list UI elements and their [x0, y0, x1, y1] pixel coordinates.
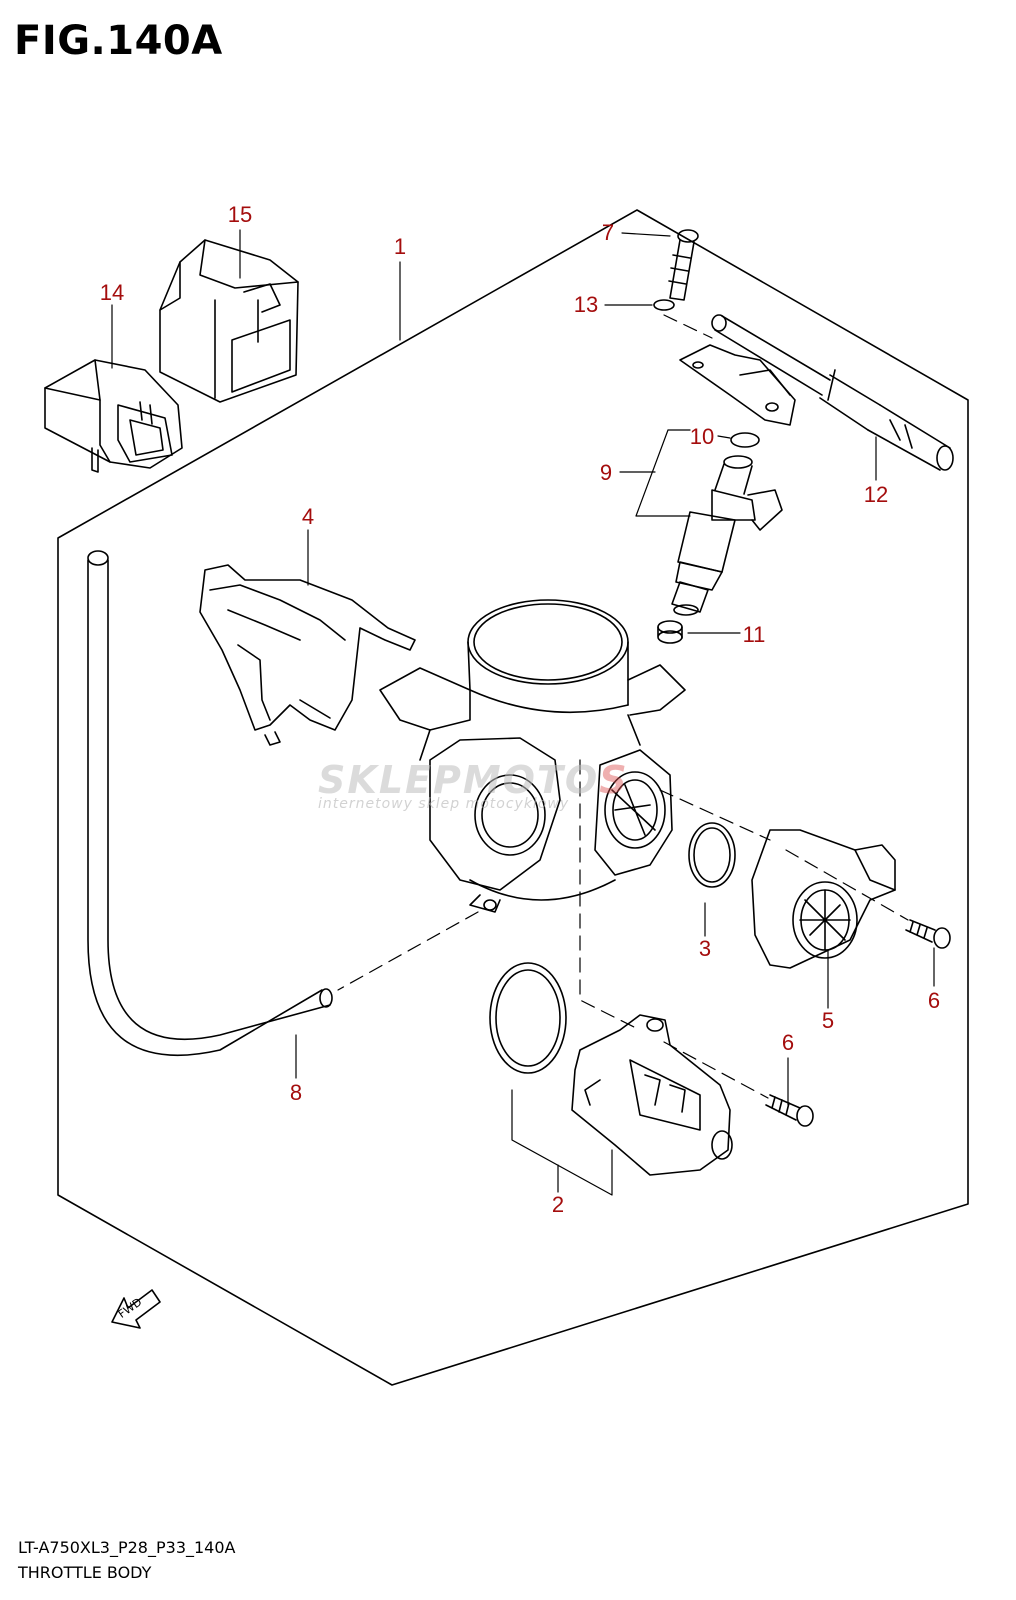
part-8-hose[interactable] — [87, 550, 333, 1057]
callout-15: 15 — [228, 202, 252, 227]
callout-1: 1 — [394, 234, 406, 259]
part-2-isc-valve[interactable] — [489, 962, 733, 1176]
callout-9: 9 — [600, 460, 612, 485]
leader-lines — [111, 229, 935, 1196]
part-15-coupler-cover[interactable] — [159, 239, 299, 403]
part-5-throttle-position-sensor[interactable] — [751, 829, 896, 969]
callout-6b: 6 — [782, 1030, 794, 1055]
callout-4: 4 — [302, 504, 314, 529]
callout-7: 7 — [602, 220, 614, 245]
callout-12: 12 — [864, 482, 888, 507]
part-14-map-sensor[interactable] — [44, 359, 183, 473]
watermark-brand: SKLEPMOTOS — [318, 758, 629, 802]
part-6b-screw[interactable] — [765, 1094, 814, 1127]
part-3-o-ring[interactable] — [688, 822, 736, 888]
fwd-arrow-icon — [111, 1289, 161, 1329]
part-12-fuel-delivery-pipe[interactable] — [679, 314, 954, 471]
callout-2: 2 — [552, 1192, 564, 1217]
callout-6a: 6 — [928, 988, 940, 1013]
part-10-o-ring[interactable] — [730, 432, 760, 448]
part-9-fuel-injector[interactable] — [671, 455, 783, 616]
figure-title: FIG.140A — [14, 18, 223, 64]
part-11-cushion-seal[interactable] — [657, 620, 683, 644]
part-7-screw[interactable] — [668, 229, 699, 301]
callout-3: 3 — [699, 936, 711, 961]
callout-11: 11 — [743, 622, 766, 647]
callout-10: 10 — [690, 424, 714, 449]
callout-13: 13 — [574, 292, 598, 317]
model-code: LT-A750XL3_P28_P33_140A — [18, 1538, 236, 1557]
part-4-bracket[interactable] — [199, 564, 416, 746]
part-13-washer[interactable] — [653, 299, 675, 311]
part-6a-screw[interactable] — [905, 919, 951, 949]
assembly-boundary — [57, 209, 969, 1386]
assembly-dashed-lines — [337, 314, 909, 1099]
callout-5: 5 — [822, 1008, 834, 1033]
part-1-throttle-body[interactable] — [379, 599, 686, 913]
watermark-tagline: internetowy sklep motocyklowy — [318, 796, 570, 812]
callout-8: 8 — [290, 1080, 302, 1105]
callout-14: 14 — [100, 280, 124, 305]
section-name: THROTTLE BODY — [18, 1563, 152, 1582]
